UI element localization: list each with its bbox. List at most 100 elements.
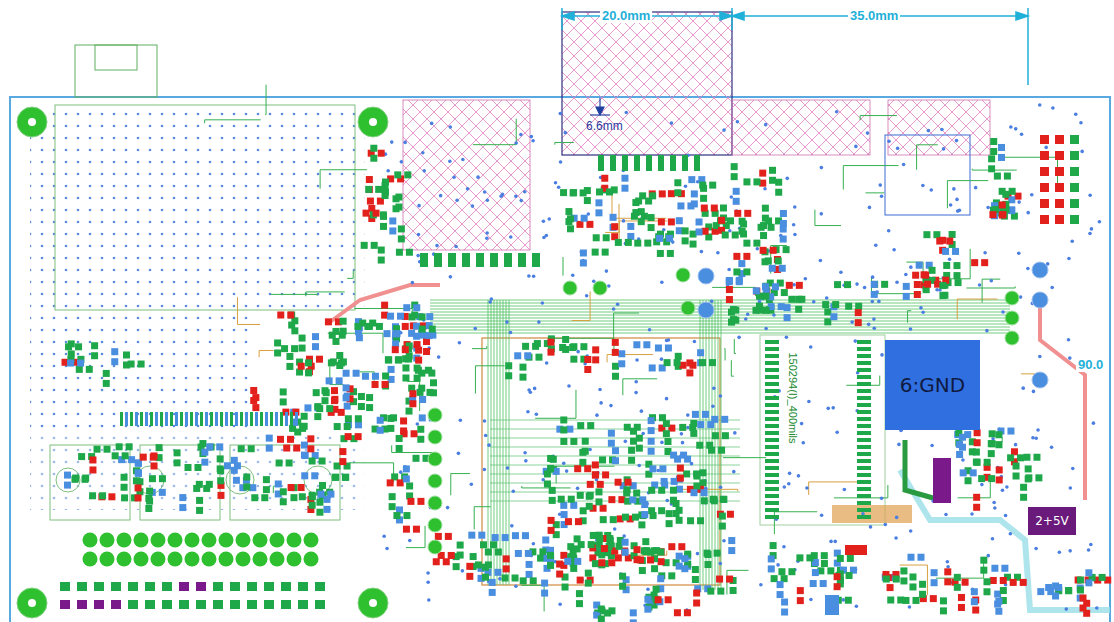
connector-pin	[130, 412, 133, 426]
pad	[566, 426, 573, 433]
pad	[996, 466, 1003, 473]
pad	[678, 543, 685, 550]
via	[430, 122, 434, 126]
pad	[526, 571, 533, 578]
pad	[795, 306, 802, 313]
pad	[415, 347, 422, 354]
pad	[389, 227, 396, 234]
bus-trace	[430, 327, 1010, 328]
pad	[304, 404, 311, 411]
pad	[574, 535, 581, 542]
pad	[681, 555, 688, 562]
via	[946, 560, 950, 564]
pad	[1052, 582, 1059, 589]
trace	[474, 507, 490, 530]
pad	[847, 555, 854, 562]
pad	[584, 465, 591, 472]
pad	[712, 432, 719, 439]
pad	[701, 205, 708, 212]
pad	[417, 436, 424, 443]
via	[727, 268, 731, 272]
pad	[883, 576, 890, 583]
pad	[733, 268, 740, 275]
pad	[663, 430, 670, 437]
pad	[77, 360, 84, 367]
pad	[512, 532, 519, 539]
pad	[326, 377, 333, 384]
pad	[635, 198, 642, 205]
pad	[810, 580, 817, 587]
pad	[984, 459, 991, 466]
pad	[912, 272, 919, 279]
connector-pin	[622, 155, 628, 171]
pad	[291, 345, 298, 352]
via	[529, 391, 533, 395]
pad	[541, 580, 548, 587]
module-outline	[55, 105, 355, 310]
pad	[248, 445, 255, 452]
chip-pin	[765, 480, 779, 484]
pad	[656, 235, 663, 242]
pad	[676, 517, 683, 524]
via	[909, 265, 913, 269]
pad	[344, 403, 351, 410]
pad	[287, 311, 294, 318]
pad	[690, 430, 697, 437]
pad	[281, 345, 288, 352]
pad	[973, 504, 980, 511]
via	[665, 397, 669, 401]
pad	[530, 577, 537, 584]
pad	[502, 574, 509, 581]
pad	[336, 377, 343, 384]
via	[1071, 467, 1075, 471]
pad	[711, 205, 718, 212]
pad	[667, 250, 674, 257]
pad	[701, 489, 708, 496]
pad	[728, 547, 735, 554]
via	[612, 307, 616, 311]
pad	[305, 359, 312, 366]
pad	[151, 462, 158, 469]
pad	[522, 343, 529, 350]
pad	[855, 303, 862, 310]
via	[961, 458, 965, 462]
pad	[1020, 579, 1027, 586]
pad	[939, 282, 946, 289]
pad	[135, 494, 142, 501]
pad	[788, 296, 795, 303]
pad	[988, 155, 995, 162]
pad	[402, 346, 409, 353]
pad	[482, 574, 489, 581]
pad	[414, 375, 421, 382]
pad	[990, 138, 997, 145]
via	[870, 300, 874, 304]
pad	[592, 560, 599, 567]
pad	[639, 567, 646, 574]
trace	[1000, 157, 1058, 187]
pad	[753, 287, 760, 294]
pad	[727, 217, 734, 224]
pad	[133, 477, 140, 484]
pad	[395, 194, 402, 201]
via	[1079, 121, 1083, 125]
trace	[947, 181, 988, 209]
pad	[946, 238, 953, 245]
chip-pin	[857, 459, 871, 463]
pad	[598, 551, 605, 558]
pad	[277, 311, 284, 318]
pad	[612, 457, 619, 464]
via	[763, 187, 767, 191]
pad	[396, 249, 403, 256]
via	[872, 317, 876, 321]
pad	[443, 558, 450, 565]
pad	[179, 494, 186, 501]
pad	[577, 492, 584, 499]
pad	[332, 338, 339, 345]
pad	[419, 396, 426, 403]
via	[498, 577, 502, 581]
pad	[402, 323, 409, 330]
power-trace	[1040, 292, 1085, 500]
via	[1051, 106, 1055, 110]
pad	[505, 362, 512, 369]
